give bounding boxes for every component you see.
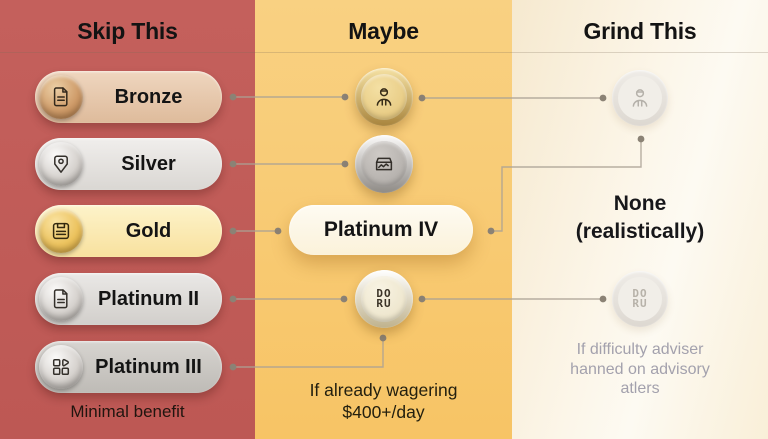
person-icon-face	[361, 74, 407, 120]
grind-column-answer: None (realistically)	[512, 190, 768, 246]
doru-badge-icon: DO RU	[355, 270, 413, 328]
file-icon	[39, 75, 83, 119]
tier-pill-platinum-2: Platinum II	[35, 273, 222, 325]
open-box-icon-face	[361, 141, 407, 187]
skip-column-footnote: Minimal benefit	[70, 402, 185, 421]
grind-footnote-line3: atlers	[620, 380, 660, 397]
tier-pill-label: Silver	[121, 152, 176, 175]
tier-pill-platinum-4: Platinum IV	[289, 205, 473, 255]
doru-badge-face: DO RU	[361, 276, 407, 322]
tier-pill-gold: Gold	[35, 205, 222, 257]
grind-footnote-line2: hanned on advisory	[570, 360, 710, 378]
ghost-person-icon	[612, 70, 668, 126]
skip-column-title: Skip This	[77, 17, 178, 44]
tag-icon	[39, 142, 83, 186]
ghost-person-icon-face	[618, 76, 662, 120]
header-divider-line	[0, 52, 768, 53]
grind-footnote-line1: If difficulty adviser	[576, 341, 704, 358]
tier-pill-silver: Silver	[35, 138, 222, 190]
open-box-icon	[355, 135, 413, 193]
doru-text-top: DO	[376, 287, 392, 300]
doru-text-bottom: RU	[376, 297, 392, 310]
person-icon	[355, 68, 413, 126]
tier-pill-platinum-3: Platinum III	[35, 341, 222, 393]
tier-pill-label: Bronze	[114, 85, 183, 108]
tier-pill-label: Platinum III	[95, 355, 202, 378]
maybe-column-title: Maybe	[348, 17, 419, 44]
tier-pill-label: Gold	[125, 219, 172, 242]
ghost-doru-badge-face: DO RU	[618, 277, 662, 321]
grid-icon	[39, 345, 83, 389]
tier-pill-label: Platinum II	[97, 287, 200, 310]
grind-column-title: Grind This	[583, 17, 697, 44]
grind-column-footnote: If difficulty adviser hanned on advisory…	[512, 340, 768, 399]
maybe-column-footnote: If already wagering $400+/day	[255, 379, 512, 423]
maybe-footnote-line1: If already wagering	[309, 380, 458, 400]
tier-pill-bronze: Bronze	[35, 71, 222, 123]
grind-answer-line2: (realistically)	[575, 220, 705, 243]
file-icon	[39, 277, 83, 321]
doru-text-bottom: RU	[632, 297, 648, 310]
maybe-footnote-line2: $400+/day	[342, 402, 425, 422]
save-icon	[39, 209, 83, 253]
doru-text-top: DO	[632, 287, 648, 300]
ghost-doru-badge-icon: DO RU	[612, 271, 668, 327]
grind-answer-line1: None	[613, 192, 667, 215]
